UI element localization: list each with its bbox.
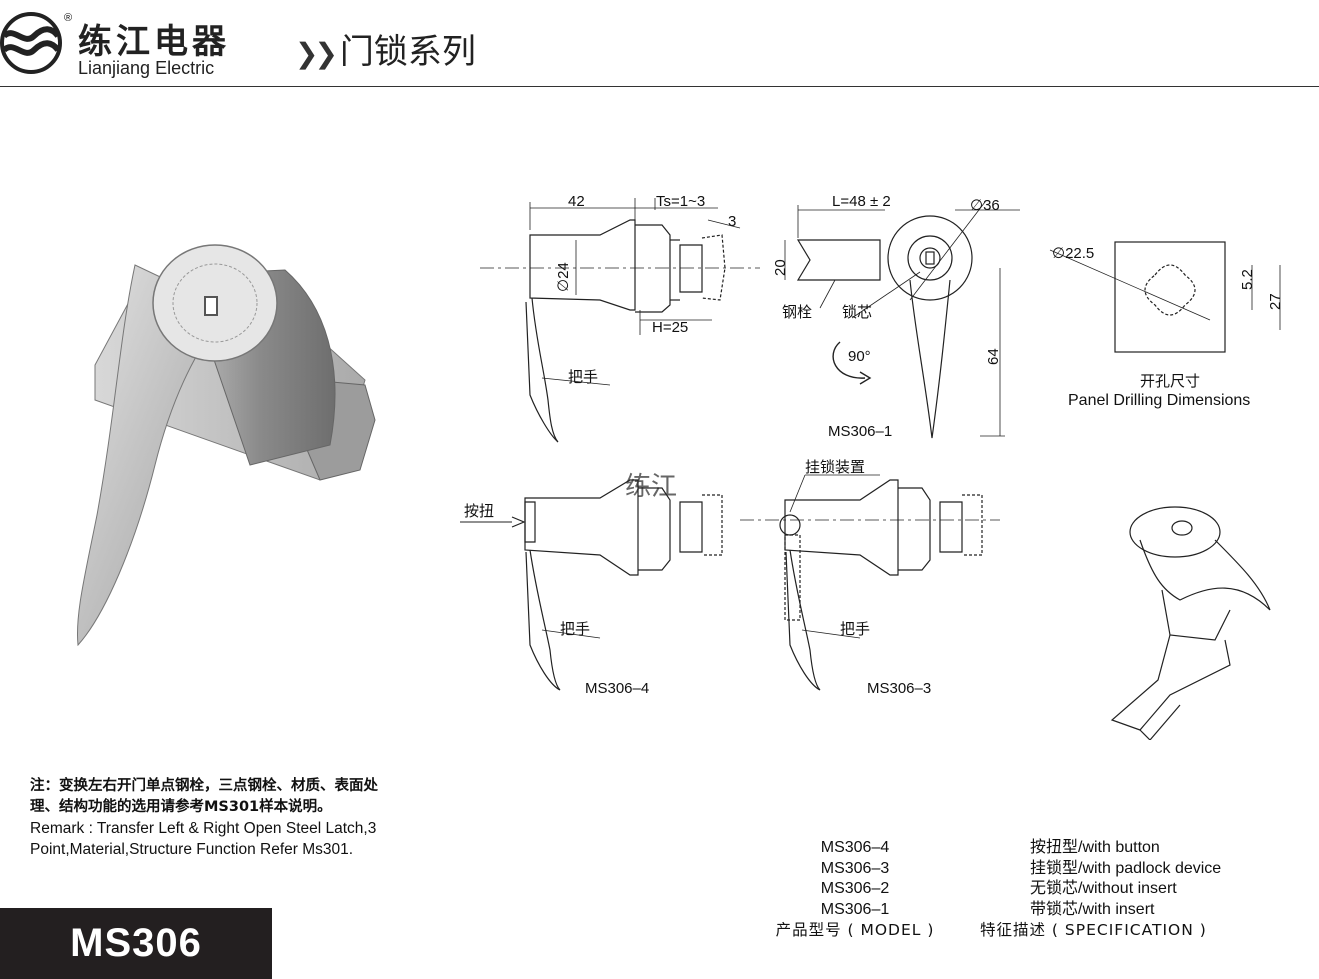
brand-logo (0, 12, 62, 74)
dim-5-2: 5.2 (1239, 269, 1256, 290)
model-cell: MS306–4 (820, 839, 890, 856)
spec-cell: 按扭型/with button (1030, 839, 1160, 856)
drilling-title-cn: 开孔尺寸 (1140, 373, 1200, 390)
technical-drawings: 42 Ts=1~3 3 ∅24 H=25 把手 L=48 ± 2 ∅36 20 (460, 193, 1284, 740)
brand-name-en: Lianjiang Electric (78, 58, 215, 78)
label-padlock-device: 挂锁装置 (805, 459, 865, 476)
series-title-text: 门锁系列 (339, 32, 476, 72)
logo-wave-1 (1, 26, 61, 42)
dim-42: 42 (568, 193, 585, 210)
spec-cell: 无锁芯/without insert (1030, 880, 1177, 898)
series-title: ❯❯门锁系列 (295, 24, 476, 73)
label-handle-3: 把手 (840, 621, 870, 638)
rotate-arrow-icon (832, 341, 866, 379)
remark-note: 注：变换左右开门单点钢栓，三点钢栓、材质、表面处 理、结构功能的选用请参考MS3… (30, 776, 470, 860)
drilling-title-en: Panel Drilling Dimensions (1068, 392, 1250, 409)
logo-wave-2 (1, 40, 61, 56)
header-divider (0, 86, 1319, 87)
label-lock-core: 锁芯 (842, 304, 872, 321)
label-steel-bolt: 钢栓 (782, 304, 812, 321)
panel-drilling-diagram: ∅22.5 5.2 27 开孔尺寸 Panel Drilling Dimensi… (1049, 241, 1284, 409)
note-cn-line-1: 注：变换左右开门单点钢栓，三点钢栓、材质、表面处 (30, 778, 378, 794)
label-ms306-4: MS306–4 (585, 680, 649, 697)
label-button: 按扭 (464, 503, 494, 520)
render-key-ring (172, 263, 258, 343)
label-handle-1: 把手 (568, 369, 598, 386)
label-handle-2: 把手 (560, 621, 590, 638)
front-view-ms306-1: L=48 ± 2 ∅36 20 64 钢栓 锁芯 90° MS306–1 (772, 193, 1020, 440)
dim-90deg: 90° (848, 348, 871, 365)
dim-36: ∅36 (970, 197, 1000, 214)
spec-cell: 带锁芯/with insert (1030, 900, 1155, 918)
dim-l48: L=48 ± 2 (832, 193, 891, 210)
note-en-line-2: Point,Material,Structure Function Refer … (30, 841, 354, 858)
spec-cell: 挂锁型/with padlock device (1030, 859, 1222, 877)
spec-column-header: 特征描述 ( SPECIFICATION ) (980, 921, 1207, 940)
side-view-ms306-4: 练江 按扭 把手 MS306–4 (460, 471, 723, 697)
note-en-line-1: Remark : Transfer Left & Right Open Stee… (30, 820, 377, 837)
product-render-large (77, 244, 376, 647)
dim-3: 3 (728, 213, 736, 230)
side-view-main: 42 Ts=1~3 3 ∅24 H=25 把手 (480, 193, 760, 443)
dim-24: ∅24 (555, 262, 572, 292)
dim-22-5: ∅22.5 (1052, 245, 1094, 262)
dim-27: 27 (1267, 293, 1284, 310)
product-render-small (1110, 506, 1271, 740)
registered-mark: ® (64, 12, 73, 24)
watermark-text: 练江 (625, 471, 677, 501)
label-ms306-1: MS306–1 (828, 423, 892, 440)
dim-20: 20 (772, 259, 789, 276)
model-cell: MS306–1 (820, 900, 890, 918)
double-chevron-icon: ❯❯ (295, 37, 338, 70)
keyhole-icon (204, 296, 218, 316)
dim-64: 64 (985, 348, 1002, 365)
spec-table-models: MS306–4 MS306–3 MS306–2 MS306–1 产品型号 ( M… (760, 838, 950, 941)
dim-ts: Ts=1~3 (656, 193, 705, 210)
model-column-header: 产品型号 ( MODEL ) (775, 921, 935, 940)
spec-table-specs: 按扭型/with button 挂锁型/with padlock device … (980, 838, 1300, 941)
logo-circle (0, 12, 62, 74)
side-view-ms306-3: 挂锁装置 把手 MS306–3 (740, 459, 1000, 697)
dim-h25: H=25 (652, 319, 688, 336)
model-badge: MS306 (0, 908, 272, 979)
note-cn-line-2: 理、结构功能的选用请参考MS301样本说明。 (30, 799, 332, 815)
label-ms306-3: MS306–3 (867, 680, 931, 697)
render-handle (77, 264, 231, 647)
model-cell: MS306–2 (820, 880, 890, 898)
brand-name-cn: 练江电器 (78, 22, 230, 62)
model-cell: MS306–3 (820, 859, 890, 877)
